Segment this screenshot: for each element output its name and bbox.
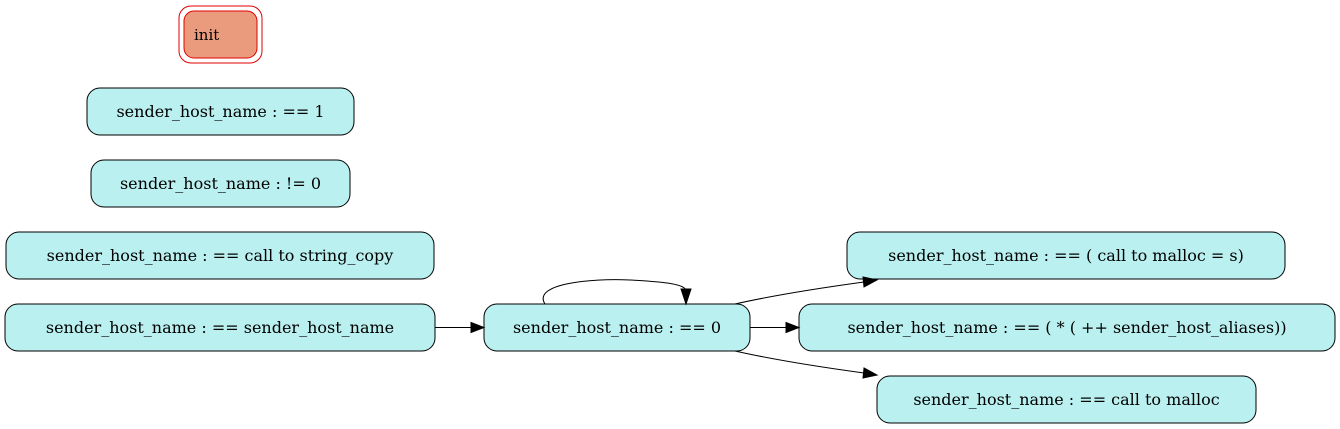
node-string-copy-shape	[5, 231, 435, 280]
edge-eq0-to-malloc-s-line	[734, 281, 865, 305]
node-ne0: sender_host_name : != 0	[90, 159, 351, 208]
node-ne0-label: sender_host_name : != 0	[120, 174, 321, 193]
node-malloc-s-label: sender_host_name : == ( call to malloc =…	[888, 246, 1244, 265]
init-label: init	[194, 26, 219, 44]
edge-eq0-to-aliases-arrowhead	[785, 321, 801, 334]
node-aliases-label: sender_host_name : == ( * ( ++ sender_ho…	[847, 318, 1286, 337]
edge-eq0-to-malloc-s	[734, 276, 879, 305]
edge-self-name-to-eq0-arrowhead	[470, 321, 486, 334]
node-eq1: sender_host_name : == 1	[86, 87, 355, 136]
node-ne0-shape	[90, 159, 351, 208]
node-string-copy-label: sender_host_name : == call to string_cop…	[47, 246, 394, 265]
node-malloc: sender_host_name : == call to malloc	[876, 375, 1257, 424]
edge-eq0-to-malloc-line	[734, 350, 865, 374]
node-init: init	[178, 5, 263, 64]
node-aliases: sender_host_name : == ( * ( ++ sender_ho…	[798, 303, 1336, 352]
edge-eq0-to-malloc	[734, 350, 879, 379]
init-outer-border	[178, 5, 263, 64]
node-self-name: sender_host_name : == sender_host_name	[4, 303, 436, 352]
node-self-name-label: sender_host_name : == sender_host_name	[46, 318, 394, 337]
node-eq0-label: sender_host_name : == 0	[513, 318, 721, 337]
node-malloc-s-shape	[846, 231, 1286, 280]
edge-eq0-to-malloc-s-arrowhead	[862, 276, 879, 288]
node-malloc-s: sender_host_name : == ( call to malloc =…	[846, 231, 1286, 280]
init-shape	[183, 10, 258, 59]
node-string-copy: sender_host_name : == call to string_cop…	[5, 231, 435, 280]
edge-eq0-to-aliases	[750, 321, 801, 334]
node-eq1-label: sender_host_name : == 1	[116, 102, 324, 121]
edge-eq0-self-loop	[542, 279, 692, 306]
node-malloc-shape	[876, 375, 1257, 424]
edge-eq0-to-malloc-arrowhead	[862, 367, 879, 379]
edge-self-name-to-eq0	[435, 321, 486, 334]
node-malloc-label: sender_host_name : == call to malloc	[913, 390, 1219, 409]
node-eq0: sender_host_name : == 0	[483, 303, 751, 352]
edge-eq0-self-loop-line	[542, 279, 687, 305]
node-eq1-shape	[86, 87, 355, 136]
edge-eq0-self-loop-arrowhead	[680, 288, 692, 306]
